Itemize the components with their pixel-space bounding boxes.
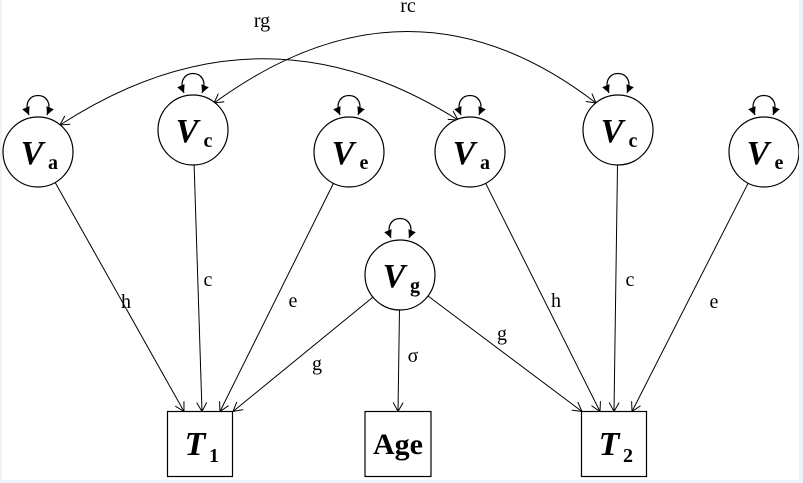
node-subscript: g — [410, 275, 420, 297]
node-subscript: a — [48, 152, 58, 174]
correlation-arrow-rc — [213, 31, 597, 104]
node-main-label: V — [747, 135, 772, 172]
path-arrow-ve1-t1 — [219, 183, 334, 413]
path-arrow-vc1-t1 — [193, 164, 208, 413]
latent-circle — [2, 116, 74, 188]
variance-loop-icon — [602, 72, 634, 94]
correlation-arrow-rg — [59, 58, 459, 126]
variance-loop-icon — [384, 217, 416, 239]
node-main-label: V — [332, 135, 357, 172]
variance-loop-icon — [454, 94, 486, 116]
path-label-ve1-t1: e — [289, 290, 298, 312]
node-main-label: V — [601, 113, 626, 150]
node-main-label: V — [176, 113, 201, 150]
variance-loop-icon — [177, 72, 209, 94]
node-subscript: 1 — [209, 445, 219, 467]
path-label-vg-t1: g — [312, 353, 322, 375]
path-arrow-vg-t1 — [232, 296, 374, 413]
path-label-vc2-t2: c — [626, 269, 635, 291]
variance-loop-icon — [22, 94, 54, 116]
variance-loop-icon — [333, 94, 365, 116]
observed-box — [166, 410, 234, 478]
path-arrow-vg-age — [392, 309, 404, 413]
node-subscript: a — [480, 152, 490, 174]
node-main-label: T — [185, 426, 207, 463]
latent-circle — [728, 116, 799, 188]
node-subscript: c — [629, 130, 638, 152]
path-arrow-va1-t1 — [54, 182, 185, 413]
correlation-label-rg: rg — [254, 10, 270, 32]
path-label-vg-age: σ — [408, 345, 419, 367]
path-arrow-vc2-t2 — [608, 164, 620, 413]
node-main-label: V — [21, 135, 46, 172]
path-label-va2-t2: h — [551, 290, 561, 312]
latent-circle — [582, 94, 654, 166]
node-subscript: e — [775, 152, 784, 174]
node-main-label: Age — [373, 428, 423, 461]
node-main-label: T — [599, 426, 621, 463]
latent-circle — [364, 239, 436, 311]
latent-circle — [313, 116, 385, 188]
latent-circle — [434, 116, 506, 188]
node-subscript: 2 — [623, 445, 633, 467]
node-subscript: e — [360, 152, 369, 174]
observed-node-age: Age — [364, 410, 432, 478]
variance-loop-icon — [748, 94, 780, 116]
path-label-ve2-t2: e — [710, 291, 719, 313]
path-arrow-vg-t2 — [427, 295, 583, 413]
observed-box — [580, 410, 648, 478]
path-label-vg-t2: g — [497, 323, 507, 345]
path-arrow-ve2-t2 — [631, 182, 749, 413]
node-subscript: c — [204, 130, 213, 152]
path-label-va1-t1: h — [121, 291, 131, 313]
node-main-label: V — [453, 135, 478, 172]
observed-box — [364, 410, 432, 478]
correlation-label-rc: rc — [400, 0, 416, 17]
latent-circle — [157, 94, 229, 166]
node-main-label: V — [383, 258, 408, 295]
path-arrow-va2-t2 — [485, 183, 601, 413]
path-label-vc1-t1: c — [204, 269, 213, 291]
